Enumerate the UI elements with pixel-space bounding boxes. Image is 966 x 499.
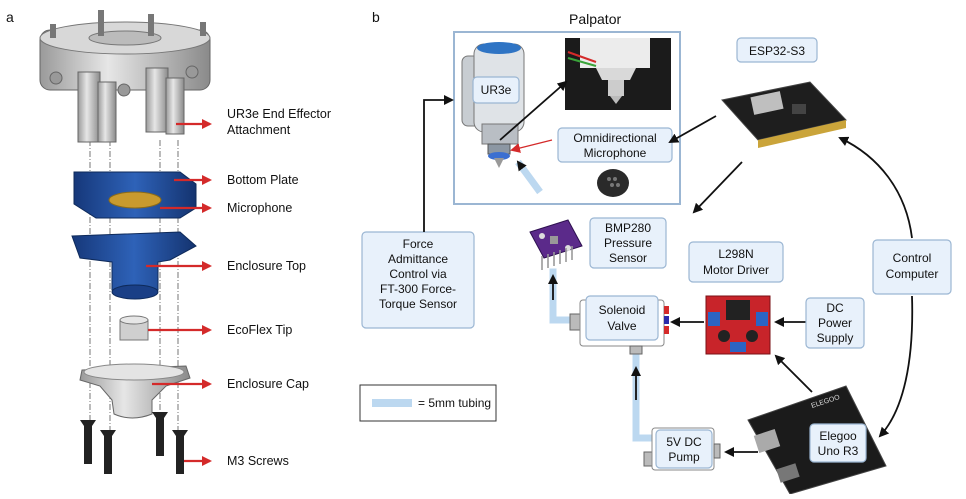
microphone-label-box — [557, 127, 673, 163]
esp32-to-mic-arrow — [668, 115, 717, 143]
enclosure-top — [71, 231, 197, 300]
microphone-arrow — [510, 139, 553, 153]
exploded-view: UR3e End Effector Attachment Bottom Plat… — [39, 10, 331, 474]
microphone-label-line1: Omnidirectional — [573, 131, 656, 145]
force-control-line1: Force — [403, 237, 434, 251]
bmp280-label-line1: BMP280 — [605, 221, 651, 235]
esp32-label-box — [736, 37, 818, 63]
ecoflex-tip — [119, 315, 149, 341]
esp32-to-bmp-arrow — [692, 161, 743, 214]
label-attachment: Attachment — [227, 123, 291, 137]
solenoid-label-box — [585, 295, 659, 341]
force-control-line2: Admittance — [388, 252, 448, 266]
label-arrows — [146, 119, 212, 466]
label-microphone: Microphone — [227, 201, 292, 215]
label-end-effector: UR3e End Effector — [227, 107, 331, 121]
microphone-disc — [108, 191, 162, 209]
label-ecoflex-tip: EcoFlex Tip — [227, 323, 292, 337]
control-computer-line2: Computer — [886, 267, 939, 281]
control-computer-line1: Control — [893, 251, 932, 265]
tip-photo-inset — [565, 38, 671, 110]
label-enclosure-cap: Enclosure Cap — [227, 377, 309, 391]
elegoo-label-line2: Uno R3 — [818, 444, 859, 458]
l298n-label-box — [688, 241, 784, 283]
bmp280-label-line3: Sensor — [609, 251, 647, 265]
system-setup: Palpator UR3e Omnidirectional — [359, 11, 952, 495]
microphone-capsule — [597, 169, 629, 197]
tubing-to-palpator — [515, 159, 543, 195]
ur3e-label: UR3e — [481, 83, 512, 97]
label-m3-screws: M3 Screws — [227, 454, 289, 468]
pump-label-line2: Pump — [668, 450, 700, 464]
dc-power-line1: DC — [826, 301, 844, 315]
elegoo-label-box — [809, 423, 867, 463]
pump-label-box — [655, 429, 713, 469]
esp32-board — [721, 81, 847, 148]
control-computer-box — [872, 239, 952, 295]
tubing-legend-text: = 5mm tubing — [418, 396, 491, 410]
dc-power-line3: Supply — [817, 331, 854, 345]
elegoo-label-line1: Elegoo — [819, 429, 857, 443]
bmp280-board — [529, 219, 583, 270]
palpator-title: Palpator — [569, 11, 621, 27]
solenoid-label-line2: Valve — [607, 319, 636, 333]
esp32-label: ESP32-S3 — [749, 44, 805, 58]
panel-label-b: b — [372, 9, 380, 25]
ur3e-label-box — [472, 76, 520, 104]
dc-power-box — [805, 297, 865, 349]
microphone-label-line2: Microphone — [584, 146, 647, 160]
enclosure-cap — [79, 363, 191, 419]
l298n-board — [705, 295, 771, 355]
elegoo-to-driver-arrow — [774, 354, 813, 393]
computer-to-esp32-arrow — [838, 136, 913, 239]
bmp280-label-line2: Pressure — [604, 236, 652, 250]
label-bottom-plate: Bottom Plate — [227, 173, 299, 187]
dc-power-line2: Power — [818, 316, 852, 330]
force-control-line5: Torque Sensor — [379, 297, 457, 311]
inset-arrow — [499, 80, 568, 141]
label-enclosure-top: Enclosure Top — [227, 259, 306, 273]
l298n-label-line1: L298N — [718, 247, 753, 261]
force-control-line4: FT-300 Force- — [380, 282, 456, 296]
force-control-box — [361, 231, 475, 329]
panel-label-a: a — [6, 9, 14, 25]
pump-label-line1: 5V DC — [666, 435, 702, 449]
solenoid-label-line1: Solenoid — [599, 303, 646, 317]
l298n-label-line2: Motor Driver — [703, 263, 769, 277]
bottom-plate — [73, 171, 197, 219]
force-control-arrow — [423, 95, 454, 232]
end-effector-flange — [39, 10, 211, 143]
bmp280-label-box — [589, 217, 667, 269]
m3-screws — [80, 412, 188, 474]
computer-to-elegoo-arrow — [878, 295, 914, 438]
force-control-line3: Control via — [389, 267, 447, 281]
